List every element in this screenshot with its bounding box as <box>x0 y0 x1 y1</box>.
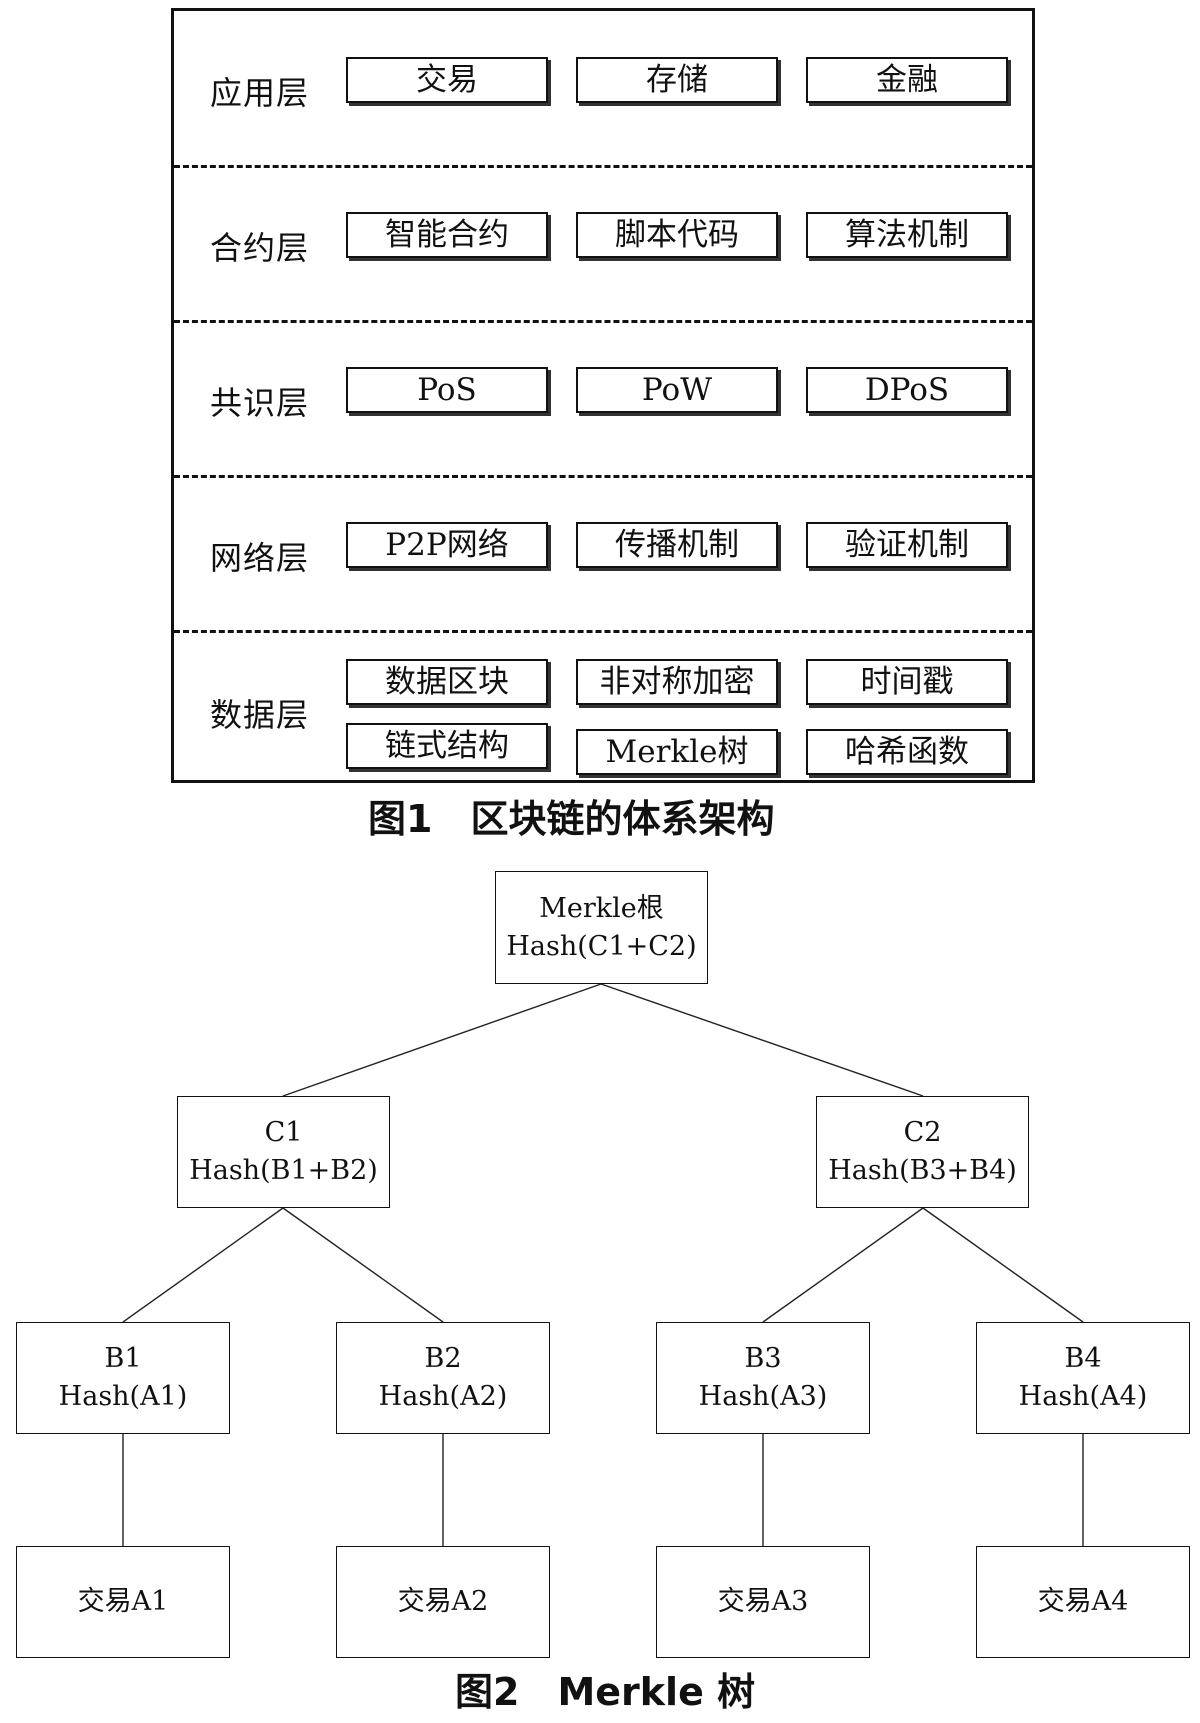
layer-label-contract: 合约层 <box>210 229 310 267</box>
cell-data-5: Merkle树 <box>576 729 778 775</box>
merkle-node-c2: C2 Hash(B3+B4) <box>816 1096 1029 1208</box>
layer-divider <box>174 165 1032 168</box>
cell-data-2: 非对称加密 <box>576 659 778 705</box>
layer-divider <box>174 475 1032 478</box>
cell-contract-3: 算法机制 <box>806 212 1008 258</box>
merkle-node-b2: B2 Hash(A2) <box>336 1322 550 1434</box>
figure1-caption: 图1 区块链的体系架构 <box>368 797 775 841</box>
edge-c2-b3 <box>762 1207 924 1323</box>
merkle-root-node: Merkle根 Hash(C1+C2) <box>495 871 708 984</box>
layer-divider <box>174 630 1032 633</box>
node-title: B3 <box>744 1343 782 1374</box>
node-title: C1 <box>264 1117 303 1148</box>
merkle-node-b4: B4 Hash(A4) <box>976 1322 1190 1434</box>
node-title: B2 <box>424 1343 462 1374</box>
merkle-leaf-a2: 交易A2 <box>336 1546 550 1658</box>
cell-network-3: 验证机制 <box>806 522 1008 568</box>
leaf-label: 交易A3 <box>717 1586 809 1617</box>
figure2-caption: 图2 Merkle 树 <box>455 1670 756 1714</box>
node-title: C2 <box>903 1117 942 1148</box>
node-title: Merkle根 <box>539 892 664 924</box>
cell-contract-2: 脚本代码 <box>576 212 778 258</box>
edge-c2-b4 <box>922 1207 1084 1323</box>
edge-c1-b2 <box>282 1207 444 1323</box>
layer-label-network: 网络层 <box>210 539 310 577</box>
cell-consensus-2: PoW <box>576 367 778 413</box>
cell-contract-1: 智能合约 <box>346 212 548 258</box>
layer-label-application: 应用层 <box>210 74 310 112</box>
cell-network-2: 传播机制 <box>576 522 778 568</box>
merkle-leaf-a3: 交易A3 <box>656 1546 870 1658</box>
merkle-node-b1: B1 Hash(A1) <box>16 1322 230 1434</box>
merkle-node-c1: C1 Hash(B1+B2) <box>177 1096 390 1208</box>
edge-c1-b1 <box>122 1207 284 1323</box>
node-hash: Hash(B3+B4) <box>828 1155 1017 1186</box>
cell-data-1: 数据区块 <box>346 659 548 705</box>
layer-label-consensus: 共识层 <box>210 384 310 422</box>
edge-root-c2 <box>600 983 924 1097</box>
cell-data-6: 哈希函数 <box>806 729 1008 775</box>
merkle-leaf-a1: 交易A1 <box>16 1546 230 1658</box>
node-hash: Hash(A3) <box>698 1381 828 1412</box>
node-title: B1 <box>104 1343 142 1374</box>
cell-consensus-1: PoS <box>346 367 548 413</box>
cell-data-3: 时间戳 <box>806 659 1008 705</box>
edge-root-c1 <box>282 983 602 1097</box>
leaf-label: 交易A1 <box>77 1586 169 1617</box>
merkle-leaf-a4: 交易A4 <box>976 1546 1190 1658</box>
cell-application-1: 交易 <box>346 57 548 103</box>
cell-data-4: 链式结构 <box>346 723 548 769</box>
node-hash: Hash(B1+B2) <box>189 1155 378 1186</box>
architecture-diagram: 应用层 交易 存储 金融 合约层 智能合约 脚本代码 算法机制 共识层 PoS … <box>171 8 1035 783</box>
cell-application-2: 存储 <box>576 57 778 103</box>
merkle-node-b3: B3 Hash(A3) <box>656 1322 870 1434</box>
node-hash: Hash(C1+C2) <box>506 930 697 962</box>
node-hash: Hash(A1) <box>58 1381 188 1412</box>
cell-application-3: 金融 <box>806 57 1008 103</box>
node-title: B4 <box>1064 1343 1102 1374</box>
layer-divider <box>174 320 1032 323</box>
node-hash: Hash(A2) <box>378 1381 508 1412</box>
layer-label-data: 数据层 <box>210 696 310 734</box>
cell-network-1: P2P网络 <box>346 522 548 568</box>
cell-consensus-3: DPoS <box>806 367 1008 413</box>
leaf-label: 交易A2 <box>397 1586 489 1617</box>
node-hash: Hash(A4) <box>1018 1381 1148 1412</box>
leaf-label: 交易A4 <box>1037 1586 1129 1617</box>
